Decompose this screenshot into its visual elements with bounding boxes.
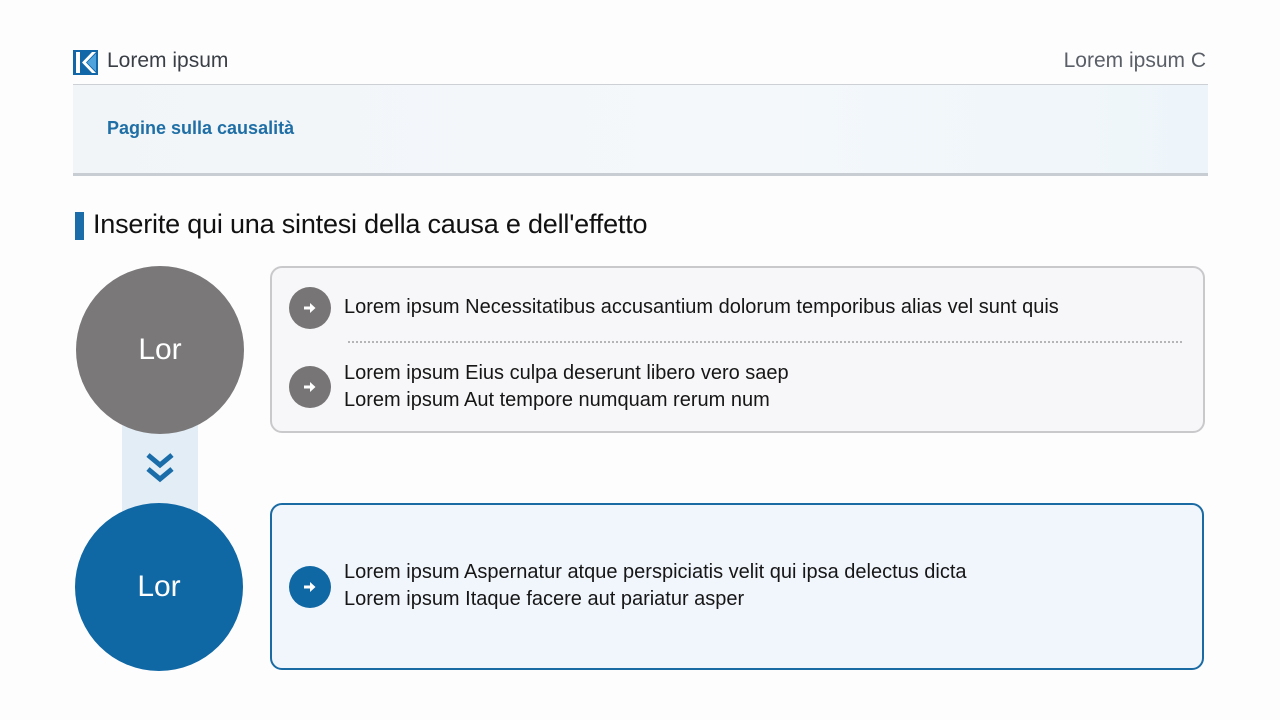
cause-item-1-line-1: Lorem ipsum Necessitatibus accusantium d… (344, 296, 1059, 318)
effect-item-1-line-2: Lorem ipsum Itaque facere aut pariatur a… (344, 588, 745, 610)
brand-name: Lorem ipsum (107, 49, 229, 72)
brand-logo-icon (73, 50, 98, 75)
cause-item-1: Lorem ipsum Necessitatibus accusantium d… (344, 294, 1059, 321)
cause-item-2-line-2: Lorem ipsum Aut tempore numquam rerum nu… (344, 389, 770, 411)
cause-panel: Lorem ipsum Necessitatibus accusantium d… (270, 266, 1205, 433)
section-accent-bar (75, 212, 84, 240)
effect-item-1: Lorem ipsum Aspernatur atque perspiciati… (344, 559, 967, 613)
cause-item-2-line-1: Lorem ipsum Eius culpa deserunt libero v… (344, 362, 789, 384)
cause-circle: Lor (76, 266, 244, 434)
section-heading: Inserite qui una sintesi della causa e d… (93, 209, 648, 239)
double-chevron-down-icon (146, 453, 174, 483)
arrow-right-icon (289, 366, 331, 408)
page-title: Pagine sulla causalità (107, 118, 295, 138)
dotted-divider (348, 341, 1182, 343)
effect-circle: Lor (75, 503, 243, 671)
cause-circle-label: Lor (138, 333, 182, 366)
effect-panel: Lorem ipsum Aspernatur atque perspiciati… (270, 503, 1204, 670)
cause-item-2: Lorem ipsum Eius culpa deserunt libero v… (344, 360, 789, 414)
effect-circle-label: Lor (137, 570, 181, 603)
header-right-label: Lorem ipsum C (1063, 49, 1206, 72)
arrow-right-icon (289, 287, 331, 329)
page-banner: Pagine sulla causalità (73, 85, 1208, 176)
effect-item-1-line-1: Lorem ipsum Aspernatur atque perspiciati… (344, 561, 967, 583)
header: Lorem ipsum Lorem ipsum C (73, 46, 1208, 85)
arrow-right-icon (289, 566, 331, 608)
